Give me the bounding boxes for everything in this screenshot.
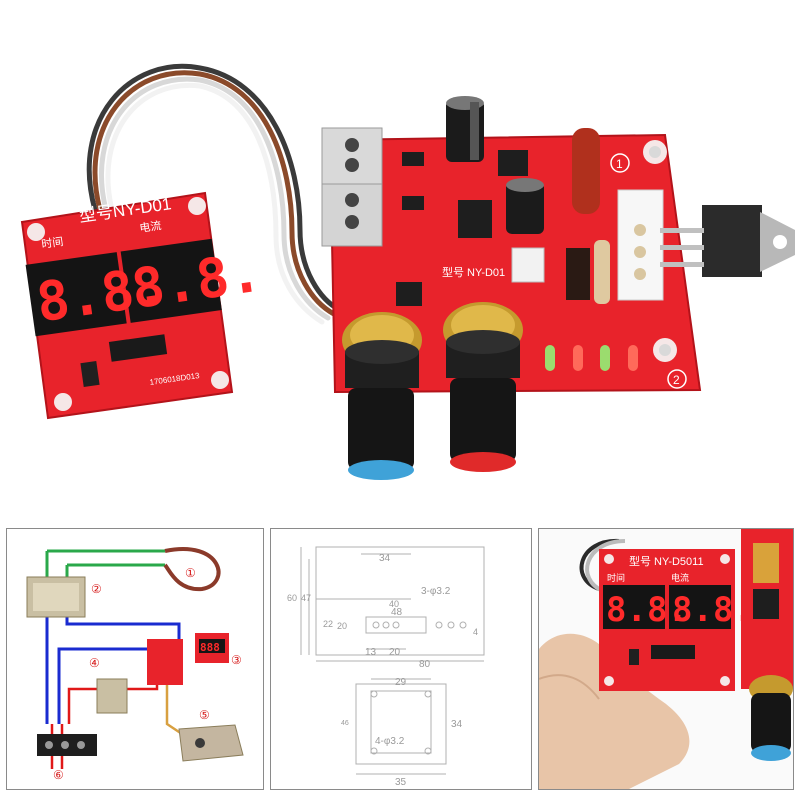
wiring-marker-5: ⑤: [199, 708, 210, 722]
hand-photo: 型号 NY-D5011 时间 电流 8.8. 8.8.: [539, 529, 793, 789]
mini-display-digits: 888: [200, 641, 220, 654]
wiring-diagram: 888 ① ② ③ ④ ⑤ ⑥: [26, 547, 244, 782]
wiring-diagram-panel: 888 ① ② ③ ④ ⑤ ⑥: [6, 528, 264, 790]
capacitor: [506, 178, 544, 234]
potentiometer-time[interactable]: [342, 312, 422, 480]
triac: [660, 205, 795, 277]
dim-35: 35: [395, 777, 407, 788]
dim-hole-bottom: 4-φ3.2: [375, 736, 405, 747]
control-board-model: 型号 NY-D01: [442, 265, 505, 279]
photo-model: 型号 NY-D5011: [629, 554, 704, 568]
ribbon-cable: [86, 63, 343, 325]
wiring-marker-3: ③: [231, 653, 242, 667]
hand-photo-panel: 型号 NY-D5011 时间 电流 8.8. 8.8.: [538, 528, 794, 790]
terminal-marker-1: 1: [616, 157, 623, 171]
resistor: [594, 240, 610, 304]
dimension-drawing-panel: 34 3-φ3.2 60 47 40 22 20 48 13 20 80 4 2…: [270, 528, 532, 790]
dim-47: 47: [301, 593, 311, 603]
photo-display-board: 型号 NY-D5011 时间 电流 8.8. 8.8.: [599, 549, 754, 691]
capacitor: [446, 96, 484, 162]
photo-label-time: 时间: [607, 572, 625, 583]
dim-46: 46: [341, 720, 349, 727]
dim-40: 40: [389, 599, 399, 609]
dim-22: 22: [323, 619, 333, 629]
display-driver-chip: [108, 334, 168, 362]
triac-pad: [617, 189, 664, 301]
dim-34-top: 34: [379, 553, 391, 564]
wiring-marker-4: ④: [89, 656, 100, 670]
dim-hole-top: 3-φ3.2: [421, 586, 451, 597]
smd-part: [402, 196, 424, 210]
mcu-chip: [458, 200, 492, 238]
regulator-chip: [498, 150, 528, 176]
dim-4: 4: [473, 627, 478, 637]
photo-digits-left: 8.8.: [606, 590, 688, 630]
smd-part: [402, 152, 424, 166]
potentiometer-current[interactable]: [443, 302, 523, 472]
small-transformer: [96, 678, 128, 714]
mini-control-board: [147, 639, 183, 685]
dim-60: 60: [287, 593, 297, 603]
screw-terminal-block: [321, 127, 383, 247]
dim-20-side: 20: [337, 621, 347, 631]
fuse-holder: [566, 248, 590, 300]
wiring-marker-6: ⑥: [53, 768, 64, 782]
dim-29: 29: [395, 677, 407, 688]
dimension-drawing: 34 3-φ3.2 60 47 40 22 20 48 13 20 80 4 2…: [287, 546, 485, 788]
dim-34-side: 34: [451, 719, 463, 730]
control-board: 1 2: [321, 96, 795, 480]
photo-label-current: 电流: [671, 572, 689, 583]
white-connector: [511, 247, 545, 283]
led-row: [545, 345, 638, 371]
dim-20-bottom: 20: [389, 647, 401, 658]
film-capacitor: [572, 128, 600, 214]
wiring-marker-2: ②: [91, 582, 102, 596]
display-board: 型号NY-D01 时间 电流 8.8. 8.8. 1706018D013: [20, 191, 265, 420]
dim-48: 48: [391, 607, 403, 618]
dim-13: 13: [365, 647, 377, 658]
display-ir-sensor: [80, 361, 100, 387]
photo-knob: [749, 675, 793, 761]
dim-80: 80: [419, 659, 431, 670]
sot-chip: [396, 282, 422, 306]
photo-digits-right: 8.8.: [672, 590, 754, 630]
foot-switch: [178, 724, 244, 762]
terminal-marker-2: 2: [673, 373, 680, 387]
display-label-current: 电流: [138, 218, 162, 235]
hand: [539, 633, 690, 789]
hero-photo: 型号NY-D01 时间 电流 8.8. 8.8. 1706018D013 1 2: [20, 63, 795, 480]
display-label-time: 时间: [41, 235, 65, 251]
wiring-marker-1: ①: [185, 566, 196, 580]
